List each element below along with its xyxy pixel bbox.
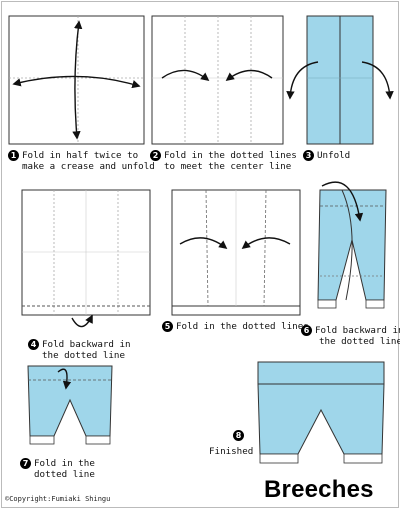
step2-square	[151, 15, 284, 145]
step3-number: 3	[303, 150, 314, 161]
step8-number-wrap: 8	[233, 430, 247, 441]
step2-line2: to meet the center line	[164, 161, 292, 172]
step1-line2: make a crease and unfold	[22, 161, 155, 172]
step2-number: 2	[150, 150, 161, 161]
step3-folded-panel	[286, 15, 394, 145]
step5-line1: Fold in the dotted lines	[176, 321, 309, 332]
step4-line1: Fold backward in	[42, 339, 131, 350]
step7-number: 7	[20, 458, 31, 469]
step5-number: 5	[162, 321, 173, 332]
step4-number: 4	[28, 339, 39, 350]
step5-square	[171, 189, 301, 316]
step2-line1: Fold in the dotted lines	[164, 150, 297, 161]
step6-pants	[317, 181, 387, 309]
step4-line2: the dotted line	[42, 350, 125, 361]
step7-pants	[27, 365, 113, 445]
step7-line2: dotted line	[34, 469, 95, 480]
step1-number: 1	[8, 150, 19, 161]
step6-line2: the dotted line	[319, 336, 400, 347]
copyright-notice: ©Copyright:Fumiaki Shingu	[5, 495, 111, 503]
step1-square	[8, 15, 145, 145]
step6-line1: Fold backward in	[315, 325, 400, 336]
step8-number: 8	[233, 430, 244, 441]
page-title: Breeches	[264, 476, 374, 503]
step6-number: 6	[301, 325, 312, 336]
step1-line1: Fold in half twice to	[22, 150, 139, 161]
step3-line1: Unfold	[317, 150, 351, 161]
step8-finished-breeches	[257, 361, 385, 464]
step7-line1: Fold in the	[34, 458, 95, 469]
step4-square	[21, 189, 151, 328]
step8-caption: Finished	[209, 446, 254, 457]
